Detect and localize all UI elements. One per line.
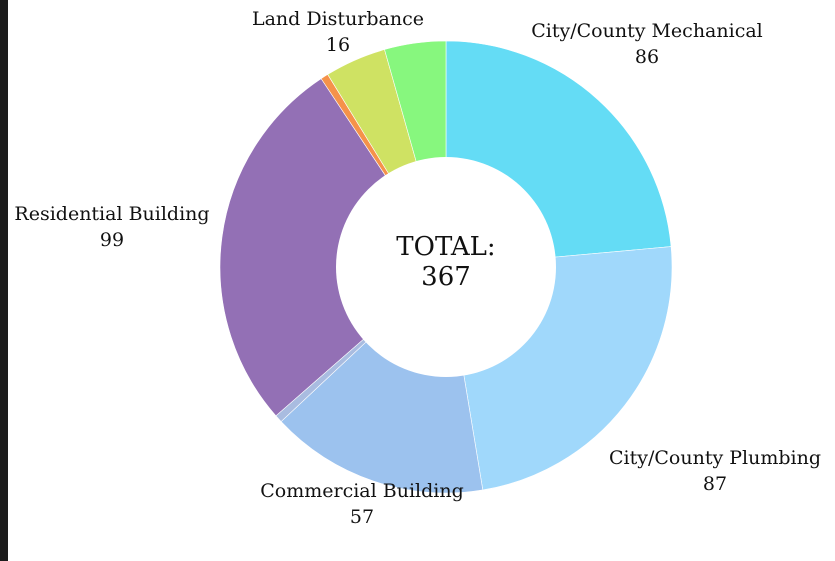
left-edge-bar [0, 0, 8, 561]
donut-hole [336, 157, 556, 377]
slice-residential-building[interactable] [219, 78, 447, 417]
value-residential-building: 99 [100, 229, 124, 251]
center-total-value: 367 [421, 262, 471, 292]
value-city-county-plumbing: 87 [703, 473, 727, 495]
label-residential-building: Residential Building [14, 203, 209, 225]
label-land-disturbance: Land Disturbance [252, 8, 424, 30]
value-land-disturbance: 16 [326, 34, 350, 56]
value-city-county-mechanical: 86 [635, 46, 659, 68]
label-commercial-building: Commercial Building [260, 480, 464, 502]
value-commercial-building: 57 [350, 506, 374, 528]
center-total-label: TOTAL: [396, 232, 495, 262]
label-city-county-plumbing: City/County Plumbing [609, 447, 821, 469]
label-city-county-mechanical: City/County Mechanical [531, 20, 763, 42]
